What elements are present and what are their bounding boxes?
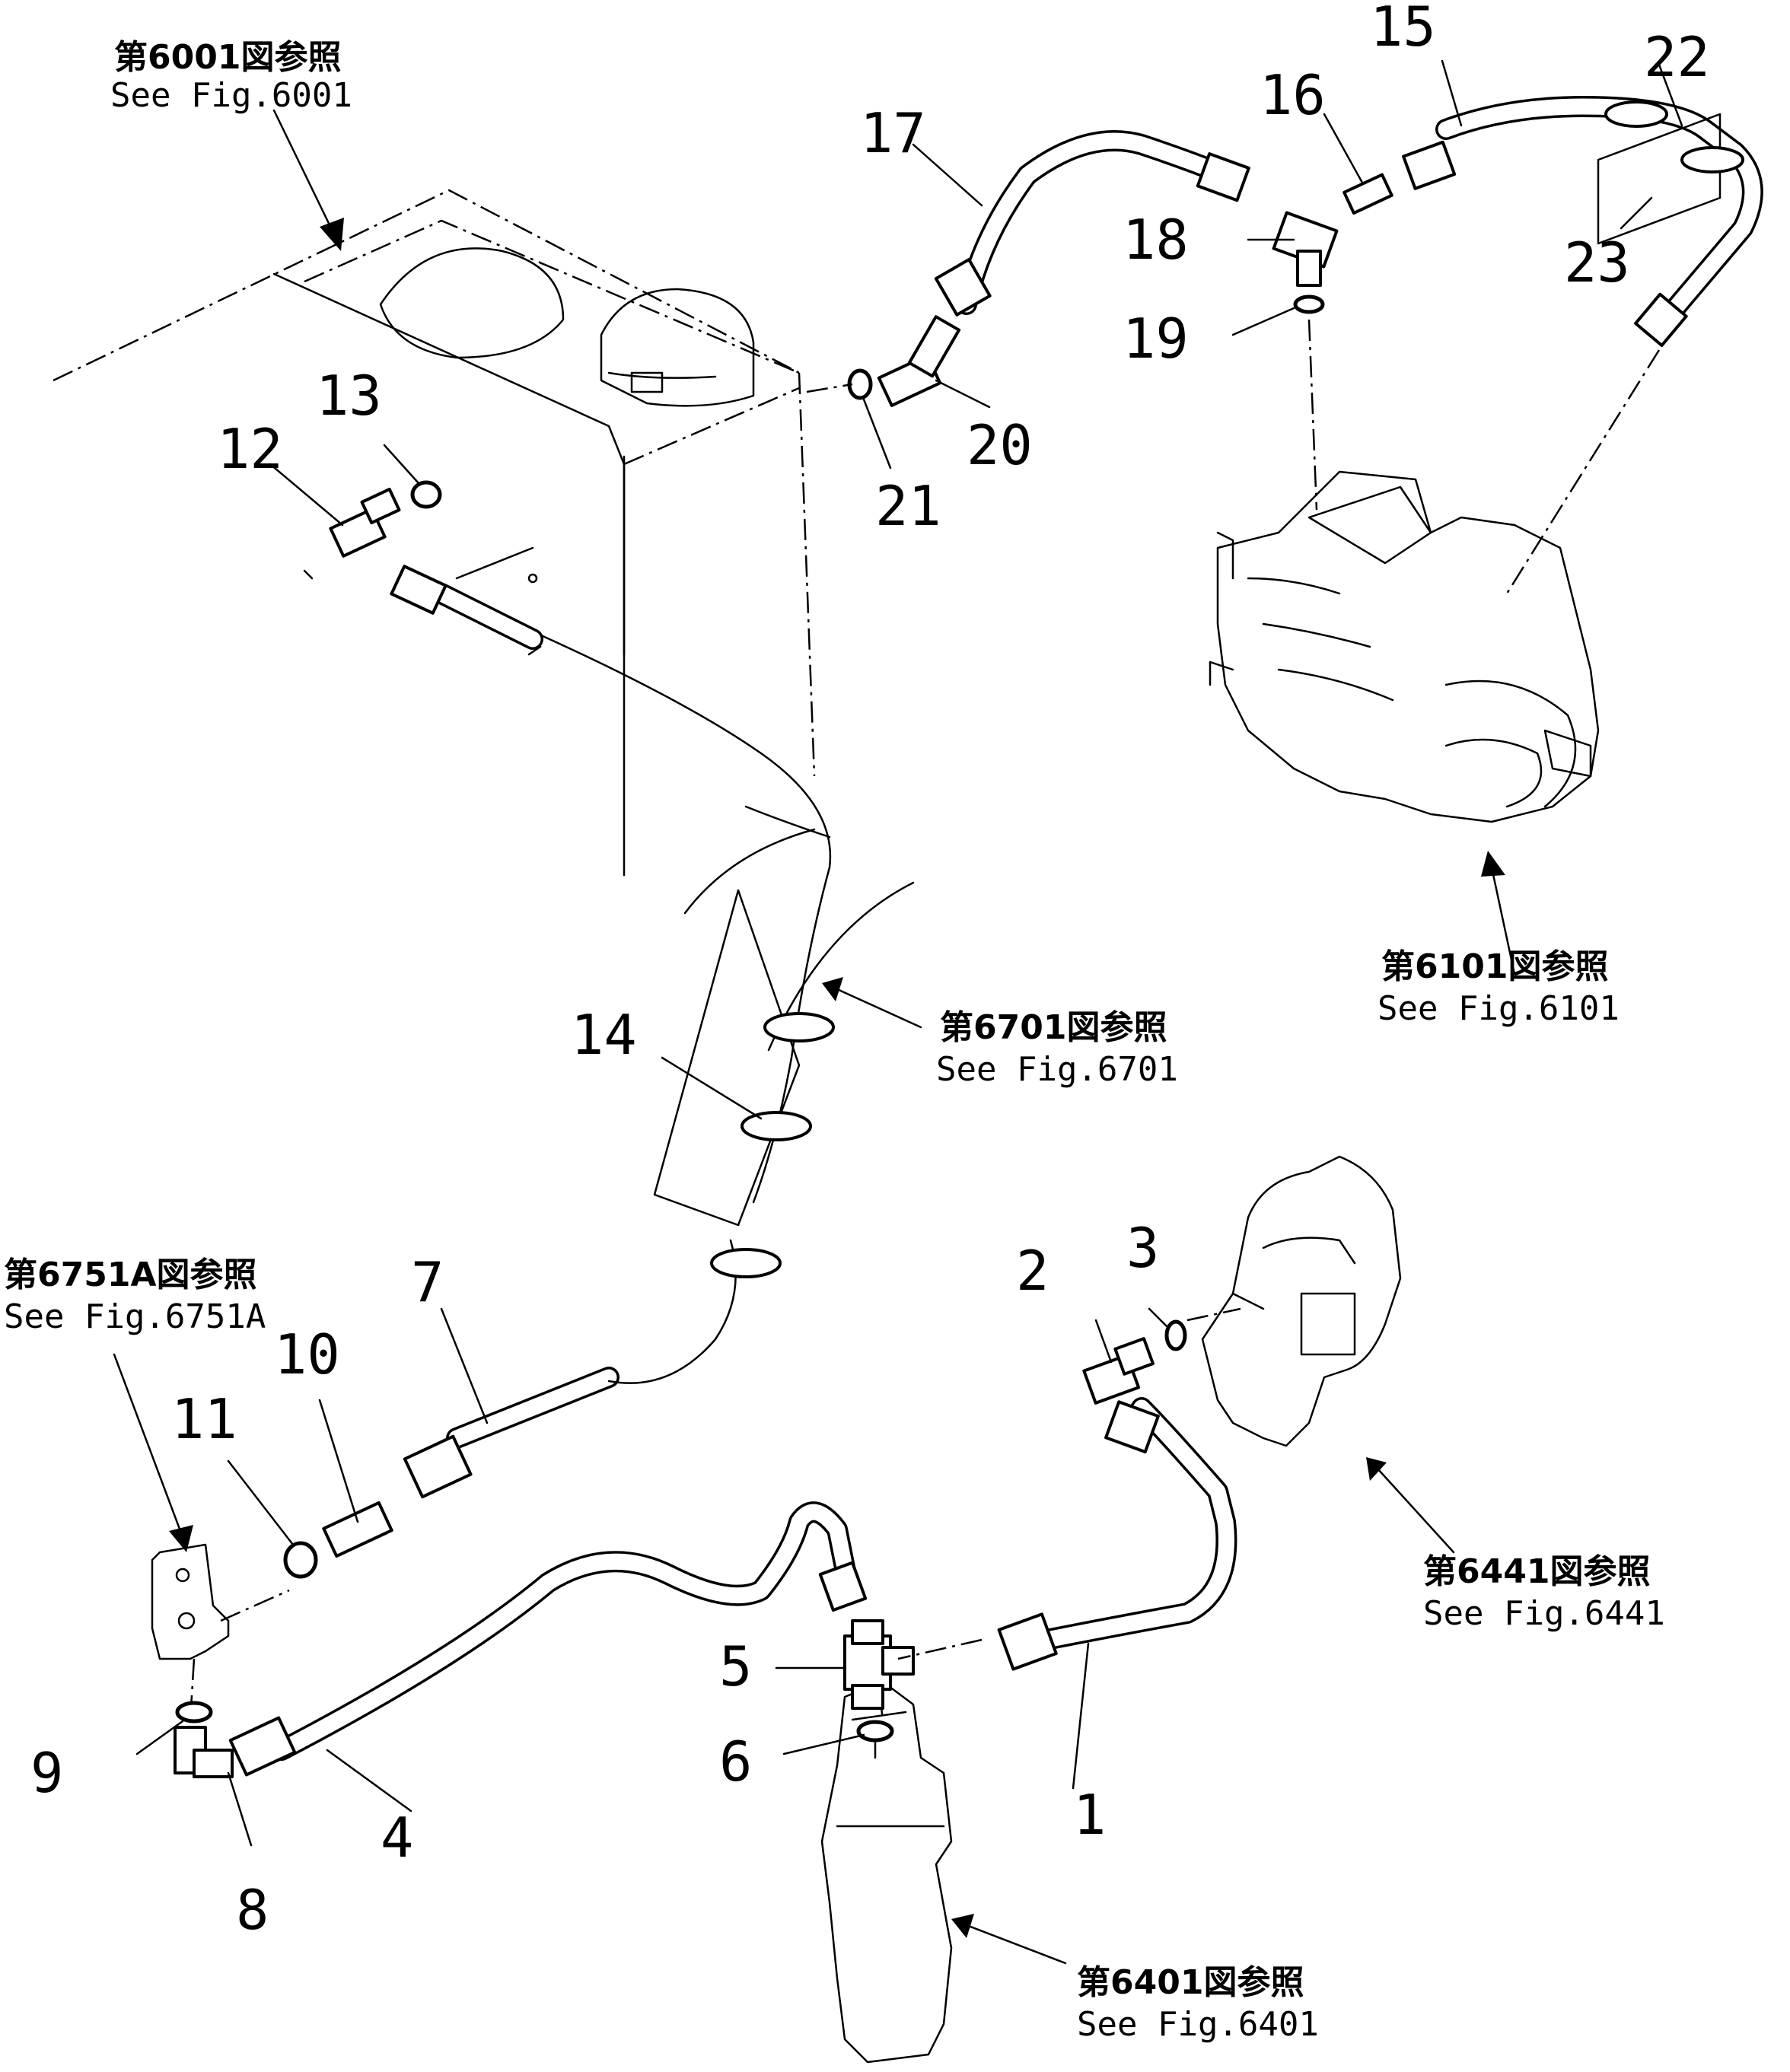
callout-15: 15 <box>1370 0 1436 59</box>
ref-en-label: See Fig.6101 <box>1378 989 1620 1028</box>
callout-17: 17 <box>860 101 926 165</box>
ref-fig-6701: 第6701図参照 See Fig.6701 <box>936 1008 1178 1089</box>
callout-22: 22 <box>1644 25 1710 89</box>
callout-12: 12 <box>217 417 283 481</box>
callout-2: 2 <box>1016 1239 1049 1303</box>
callout-13: 13 <box>316 364 382 428</box>
ref-jp-label: 第6701図参照 <box>940 1008 1167 1047</box>
ref-jp-label: 第6101図参照 <box>1381 947 1608 986</box>
callout-14: 14 <box>571 1003 637 1067</box>
callout-6: 6 <box>719 1730 752 1794</box>
ref-jp-label: 第6001図参照 <box>114 38 341 77</box>
callout-4: 4 <box>381 1806 413 1870</box>
callout-9: 9 <box>30 1741 63 1805</box>
reference-arrows <box>113 109 1516 1965</box>
ref-fig-6001: 第6001図参照 See Fig.6001 <box>110 38 352 115</box>
part-callouts: 1 2 3 4 5 6 7 8 9 10 11 12 13 14 15 16 1… <box>30 0 1710 1942</box>
ref-en-label: See Fig.6701 <box>936 1050 1178 1089</box>
callout-1: 1 <box>1073 1783 1106 1847</box>
hydraulic-pump <box>1209 319 1661 823</box>
ref-fig-6101: 第6101図参照 See Fig.6101 <box>1378 947 1620 1028</box>
ref-jp-label: 第6401図参照 <box>1077 1963 1304 2002</box>
fittings <box>174 100 1744 1778</box>
ref-fig-6401: 第6401図参照 See Fig.6401 <box>1077 1963 1319 2044</box>
callout-19: 19 <box>1123 307 1189 371</box>
hydraulic-tank <box>53 189 915 1052</box>
ref-fig-6441: 第6441図参照 See Fig.6441 <box>1423 1552 1665 1633</box>
callout-10: 10 <box>274 1322 340 1386</box>
callout-5: 5 <box>719 1634 752 1698</box>
ref-jp-label: 第6441図参照 <box>1423 1552 1650 1591</box>
ref-en-label: See Fig.6441 <box>1423 1594 1665 1633</box>
ref-en-label: See Fig.6001 <box>110 76 352 115</box>
callout-7: 7 <box>411 1250 444 1314</box>
callout-18: 18 <box>1123 208 1189 272</box>
steering-valve <box>1186 1155 1402 1447</box>
callout-16: 16 <box>1260 63 1326 127</box>
steering-unit <box>820 1658 953 2064</box>
ref-jp-label: 第6751A図参照 <box>4 1256 257 1294</box>
clamps-14 <box>653 889 835 1278</box>
ref-en-label: See Fig.6401 <box>1077 2005 1319 2044</box>
ref-fig-6751a: 第6751A図参照 See Fig.6751A <box>4 1256 266 1336</box>
callout-3: 3 <box>1126 1216 1159 1280</box>
valve-block <box>151 1543 290 1720</box>
callout-23: 23 <box>1564 231 1630 294</box>
figure-references: 第6001図参照 See Fig.6001 第6101図参照 See Fig.6… <box>4 38 1665 2044</box>
callout-8: 8 <box>236 1878 269 1942</box>
callout-11: 11 <box>171 1387 237 1451</box>
leader-lines <box>135 59 1683 1847</box>
callout-20: 20 <box>967 413 1033 477</box>
ref-en-label: See Fig.6751A <box>4 1297 266 1336</box>
callout-21: 21 <box>875 474 941 538</box>
